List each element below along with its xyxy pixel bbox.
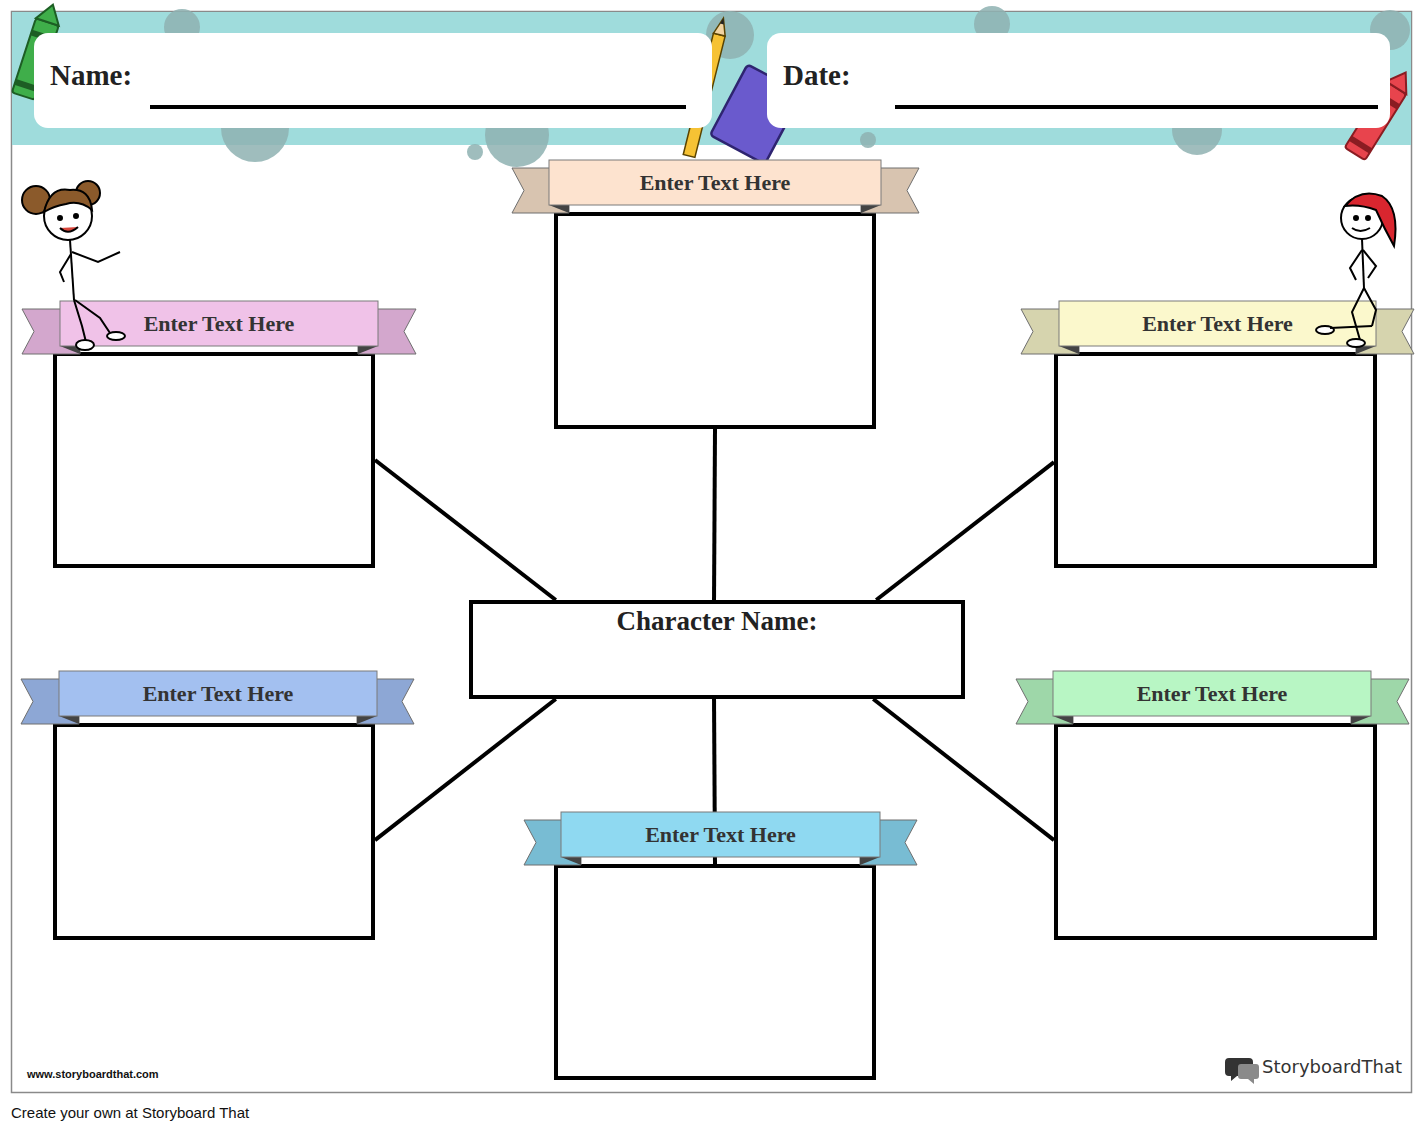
ribbon-heading: Enter Text Here [561,812,880,857]
ribbon-fold [861,205,881,213]
ribbon-face [1059,301,1376,346]
ribbon-fold [1351,716,1371,724]
field-label: Name: [50,59,132,92]
logo-text: StoryboardThat [1262,1056,1402,1077]
connector-line [714,429,716,600]
field-label: Date: [783,59,851,92]
detail-box: Enter Text Here [554,864,876,1080]
ribbon-face [60,301,378,346]
detail-box: Enter Text Here [1054,352,1377,568]
ribbon-fold [1053,716,1073,724]
ribbon-fold [860,857,880,865]
write-line [150,105,686,109]
detail-box: Enter Text Here [53,723,375,940]
ribbon-face [1053,671,1371,716]
ribbon-fold [60,346,80,354]
ribbon-fold [59,716,79,724]
entry-field: Name: [34,33,712,128]
connector-line [375,460,556,600]
ribbon-fold [357,716,377,724]
footer-note: Create your own at Storyboard That [11,1104,249,1121]
connector-stroke [375,460,556,600]
header-band [12,12,1411,145]
ribbon-fold [1356,346,1376,354]
ribbon-heading: Enter Text Here [60,301,378,346]
character-label: Character Name: [473,604,961,637]
connector-stroke [712,429,717,600]
ribbon-fold [1059,346,1079,354]
logo-bubble [1225,1058,1253,1081]
ribbon-fold [549,205,569,213]
detail-box: Enter Text Here [53,352,375,568]
detail-box: Enter Text Here [1054,723,1377,940]
ribbon-heading: Enter Text Here [1053,671,1371,716]
ribbon-face [549,160,881,205]
logo-bubble [1238,1064,1259,1084]
ribbon-heading: Enter Text Here [59,671,377,716]
connector-stroke [876,462,1054,600]
character-box: Character Name: [469,600,965,699]
ribbon-heading: Enter Text Here [549,160,881,205]
girl-figure [22,181,125,350]
ribbon-heading: Enter Text Here [1059,301,1376,346]
write-line [895,105,1378,109]
entry-field: Date: [767,33,1390,128]
connector-line [876,462,1054,600]
ribbon-face [561,812,880,857]
ribbon-fold [561,857,581,865]
footer-note: www.storyboardthat.com [27,1068,159,1080]
page-frame [12,12,1412,1093]
boy-figure [1316,194,1396,347]
ribbon-fold [358,346,378,354]
detail-box: Enter Text Here [554,212,876,429]
ribbon-face [59,671,377,716]
